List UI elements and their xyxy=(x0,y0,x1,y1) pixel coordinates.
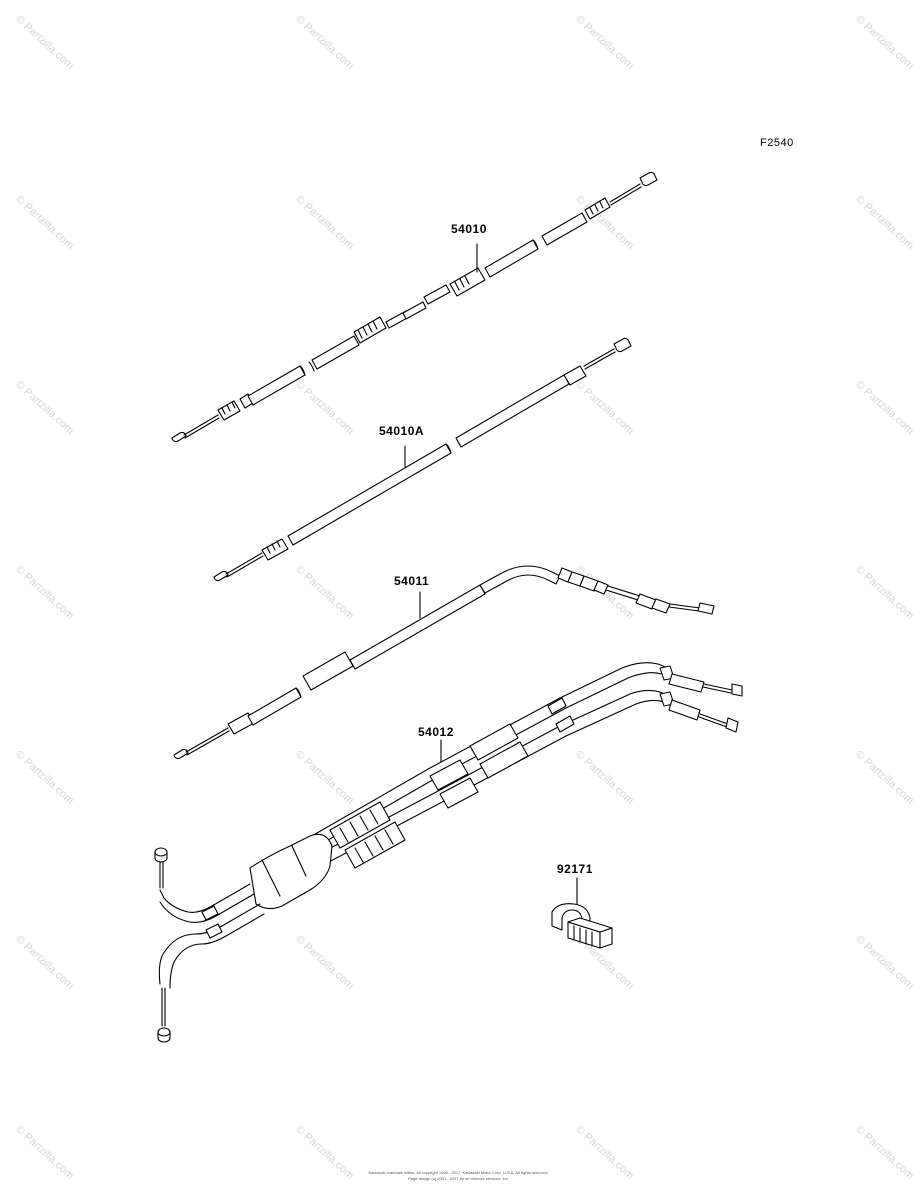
watermark-text: © Partzilla.com xyxy=(853,13,916,72)
cable-54011 xyxy=(173,565,715,760)
watermark-text: © Partzilla.com xyxy=(853,748,916,807)
watermark-text: © Partzilla.com xyxy=(13,378,76,437)
watermark-text: © Partzilla.com xyxy=(853,933,916,992)
figure-code: F2540 xyxy=(760,137,794,149)
watermark-text: © Partzilla.com xyxy=(573,13,636,72)
watermark-text: © Partzilla.com xyxy=(853,193,916,252)
part-label-54010: 54010 xyxy=(451,222,487,236)
watermark-text: © Partzilla.com xyxy=(293,933,356,992)
watermark-text: © Partzilla.com xyxy=(13,933,76,992)
copyright-line-1: Kawasaki materials within, all copyright… xyxy=(368,1170,549,1175)
watermark-text: © Partzilla.com xyxy=(13,13,76,72)
copyright-line-2: Page design (c) 2001 - 2017 by ari netwo… xyxy=(408,1176,509,1181)
watermark-text: © Partzilla.com xyxy=(293,748,356,807)
watermark-text: © Partzilla.com xyxy=(293,563,356,622)
cable-54010 xyxy=(171,171,658,443)
watermark-text: © Partzilla.com xyxy=(13,748,76,807)
clamp-92171 xyxy=(551,877,613,949)
watermark-text: © Partzilla.com xyxy=(13,563,76,622)
watermark-text: © Partzilla.com xyxy=(293,193,356,252)
part-label-54011: 54011 xyxy=(394,574,430,588)
part-label-92171: 92171 xyxy=(557,862,593,876)
cable-54012 xyxy=(154,662,743,1043)
part-label-54012: 54012 xyxy=(418,725,454,739)
cable-end-fitting xyxy=(171,414,220,443)
watermark-text: © Partzilla.com xyxy=(293,13,356,72)
watermark-text: © Partzilla.com xyxy=(293,378,356,437)
part-label-54010A: 54010A xyxy=(379,424,425,438)
watermark-text: © Partzilla.com xyxy=(573,748,636,807)
cable-54010A xyxy=(213,337,632,582)
watermark-text: © Partzilla.com xyxy=(573,378,636,437)
watermark-text: © Partzilla.com xyxy=(13,193,76,252)
watermark-text: © Partzilla.com xyxy=(853,378,916,437)
watermark-text: © Partzilla.com xyxy=(853,563,916,622)
